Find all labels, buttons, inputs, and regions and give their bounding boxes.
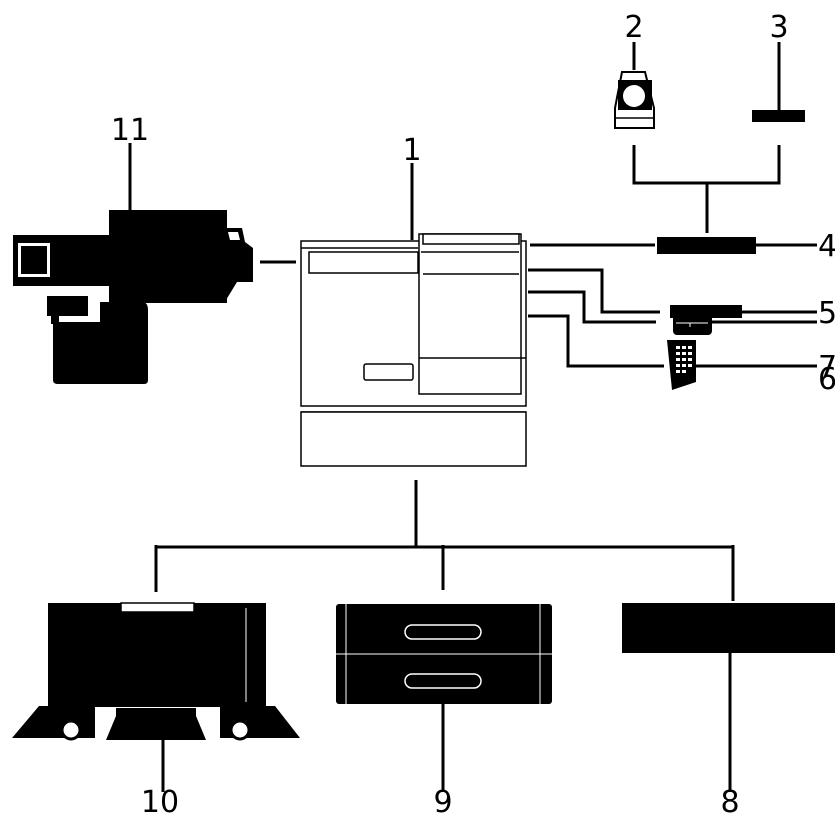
keypad-device [667,340,696,390]
finisher-device [13,210,253,384]
bar-unit-4 [657,237,756,254]
card-reader-device [752,110,805,122]
label-2: 2 [624,10,643,45]
desk-device [12,602,300,741]
label-1: 1 [402,133,421,168]
label-6: 6 [818,362,835,397]
main-unit [300,233,527,467]
module-device-6 [673,306,712,335]
label-10: 10 [141,785,179,814]
label-4: 4 [818,229,835,264]
cabinet-device-8 [622,603,835,653]
label-9: 9 [433,785,452,814]
label-11: 11 [111,113,149,148]
webcam-device [614,71,655,129]
label-3: 3 [769,10,788,45]
label-8: 8 [720,785,739,814]
label-5: 5 [818,296,835,331]
label-7: 7 [818,350,835,385]
connector-lines [128,42,817,792]
paper-tray-device [336,604,552,704]
